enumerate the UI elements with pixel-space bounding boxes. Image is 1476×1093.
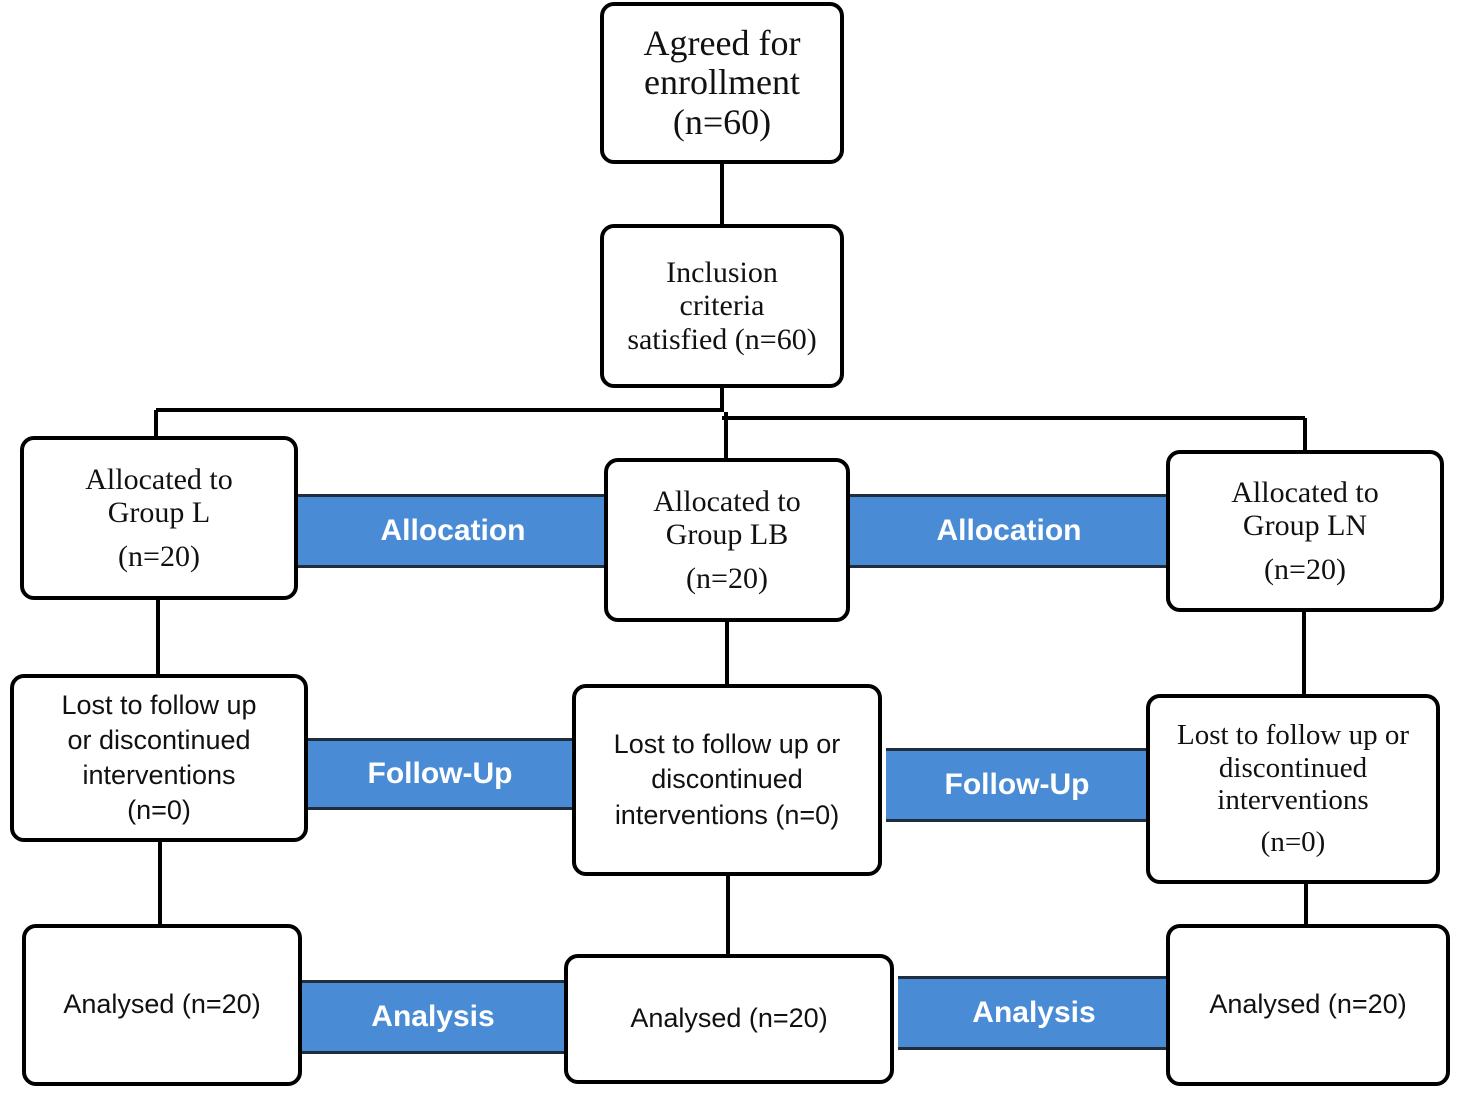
analysed-label: Analysed (n=20) (63, 989, 261, 1020)
analysis-band-right: Analysis (898, 976, 1170, 1050)
lost-line-1: Lost to follow up (61, 689, 257, 720)
inclusion-line-3: satisfied (n=60) (627, 322, 817, 356)
allocation-label: Allocation (936, 514, 1082, 547)
lost-line-2: discontinued (651, 764, 803, 795)
analysis-band-left: Analysis (300, 980, 566, 1054)
lost-line-3: interventions (1217, 784, 1369, 816)
lost-count: (n=0) (1260, 826, 1326, 859)
allocated-group-ln-box: Allocated to Group LN (n=20) (1166, 450, 1444, 612)
lost-line-3: interventions (n=0) (614, 799, 840, 830)
enrollment-line-2: enrollment (644, 62, 800, 103)
inclusion-line-1: Inclusion (666, 255, 778, 289)
lost-line-3: interventions (82, 760, 236, 790)
lost-count: (n=0) (127, 795, 191, 826)
allocated-group-l-box: Allocated to Group L (n=20) (20, 436, 298, 600)
lost-line-1: Lost to follow up or (1177, 719, 1409, 752)
enrollment-count: (n=60) (672, 101, 772, 142)
lost-line-2: discontinued (1218, 751, 1368, 784)
analysis-label: Analysis (972, 996, 1096, 1029)
allocated-line-1: Allocated to (85, 462, 233, 496)
allocated-line-1: Allocated to (1231, 475, 1379, 509)
allocated-line-1: Allocated to (653, 484, 801, 518)
allocated-group-lb-box: Allocated to Group LB (n=20) (604, 458, 850, 622)
analysed-group-l-box: Analysed (n=20) (22, 924, 302, 1086)
allocated-count: (n=20) (686, 561, 768, 595)
follow-up-label: Follow-Up (367, 757, 513, 790)
follow-up-label: Follow-Up (944, 768, 1090, 801)
allocation-band-left: Allocation (296, 494, 610, 568)
follow-up-band-left: Follow-Up (306, 738, 574, 810)
analysed-label: Analysed (n=20) (630, 1003, 828, 1034)
lost-group-lb-box: Lost to follow up or discontinued interv… (572, 684, 882, 876)
allocated-group-name: Group LB (665, 518, 789, 552)
enrollment-line-1: Agreed for (643, 22, 801, 63)
lost-group-ln-box: Lost to follow up or discontinued interv… (1146, 694, 1440, 884)
lost-line-2: or discontinued (67, 724, 251, 755)
inclusion-box: Inclusion criteria satisfied (n=60) (600, 224, 844, 388)
allocated-group-name: Group L (107, 496, 211, 530)
analysis-label: Analysis (371, 1000, 495, 1033)
allocated-count: (n=20) (118, 539, 200, 573)
allocation-band-right: Allocation (848, 494, 1170, 568)
analysed-label: Analysed (n=20) (1209, 989, 1407, 1020)
inclusion-line-2: criteria (679, 289, 765, 323)
allocated-count: (n=20) (1264, 552, 1346, 586)
allocation-label: Allocation (380, 514, 526, 547)
lost-line-1: Lost to follow up or (613, 729, 841, 760)
allocated-group-name: Group LN (1242, 509, 1368, 543)
analysed-group-lb-box: Analysed (n=20) (564, 954, 894, 1084)
enrollment-box: Agreed for enrollment (n=60) (600, 2, 844, 164)
follow-up-band-right: Follow-Up (886, 748, 1148, 822)
analysed-group-ln-box: Analysed (n=20) (1166, 924, 1450, 1086)
lost-group-l-box: Lost to follow up or discontinued interv… (10, 674, 308, 842)
